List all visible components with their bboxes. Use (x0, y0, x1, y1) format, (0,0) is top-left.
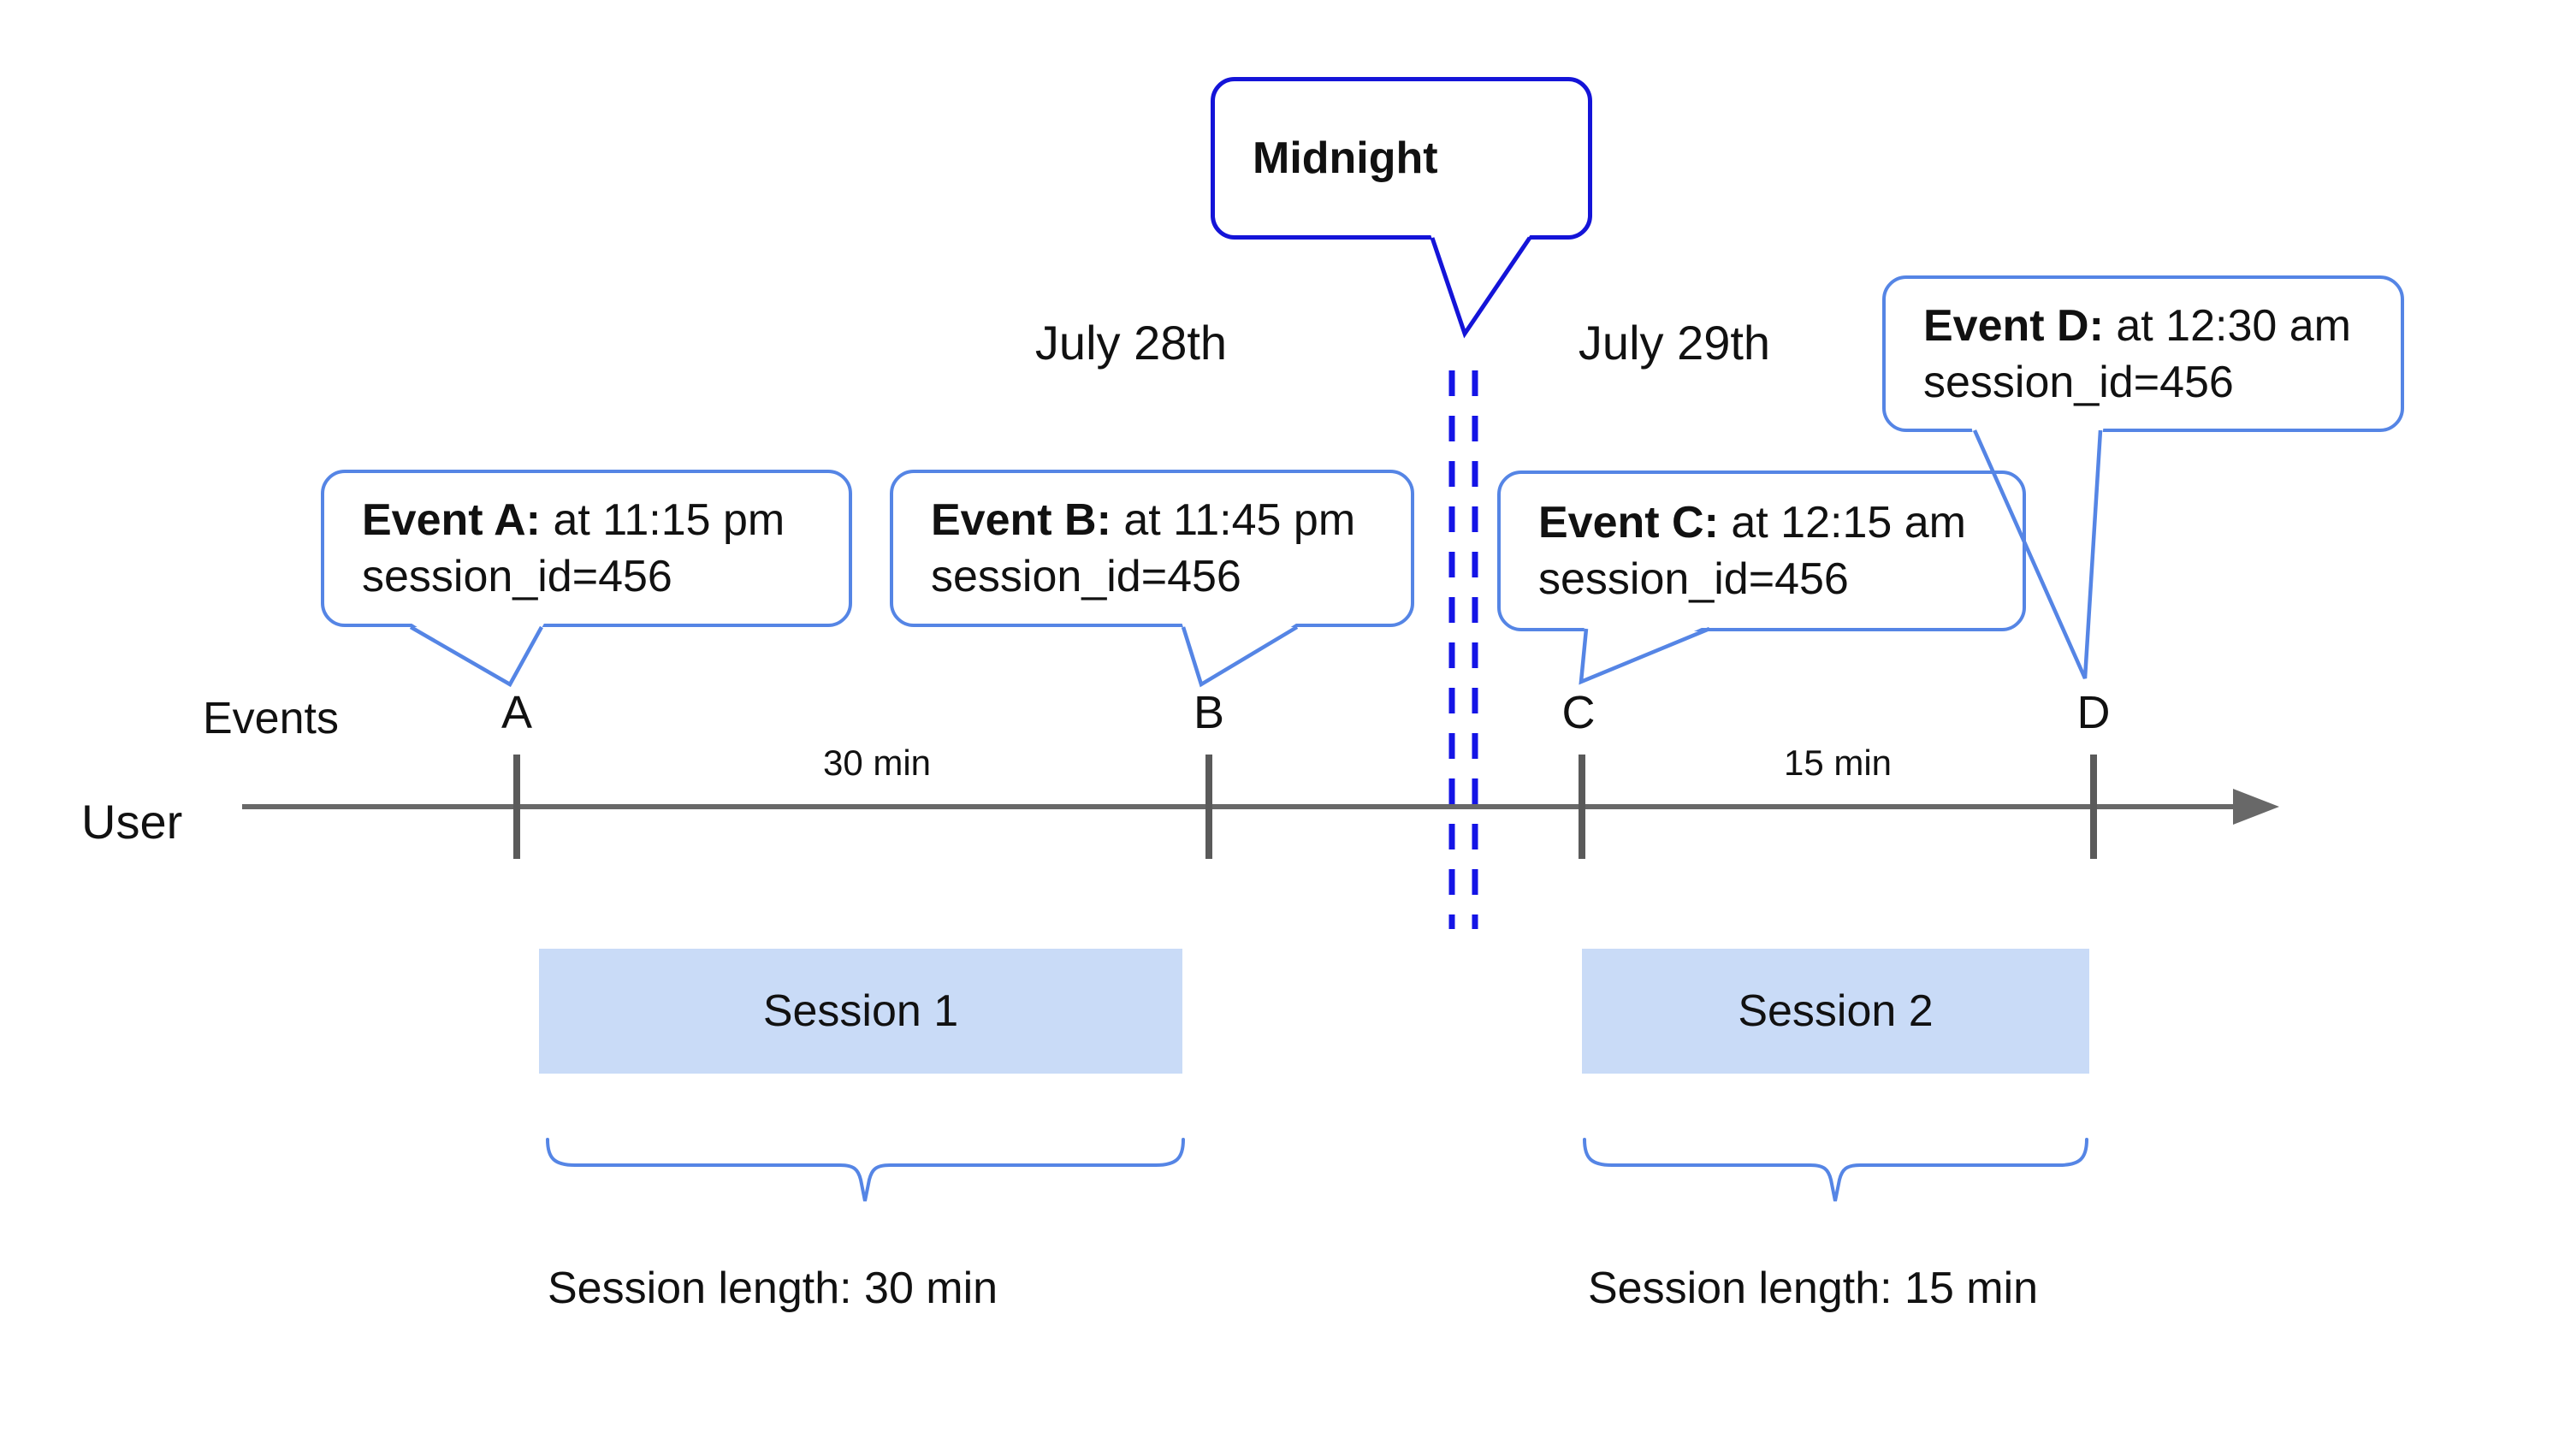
date-label-july-28: July 28th (1034, 316, 1228, 370)
midnight-divider-dashed-lines (1448, 370, 1478, 929)
session-1-box: Session 1 (539, 949, 1182, 1074)
pointer-a-fill (409, 622, 545, 684)
callout-event-d: Event D: at 12:30 am session_id=456 (1882, 275, 2404, 432)
callout-pointer-b (1181, 622, 1299, 688)
callout-event-b-time: at 11:45 pm (1111, 495, 1356, 545)
callout-event-d-name: Event D: (1923, 300, 2104, 351)
pointer-c-fill (1581, 624, 1711, 682)
timeline-arrowhead-icon (2233, 789, 2279, 825)
callout-event-a-line1: Event A: at 11:15 pm (362, 492, 849, 548)
pointer-b-fill (1182, 622, 1299, 684)
midnight-callout-label: Midnight (1253, 133, 1438, 183)
event-letter-c: C (1561, 687, 1596, 738)
callout-event-a-session: session_id=456 (362, 552, 672, 601)
callout-event-a-name: Event A: (362, 495, 541, 545)
user-row-label: User (81, 795, 183, 849)
callout-event-a-time: at 11:15 pm (541, 495, 785, 545)
event-letter-b: B (1193, 687, 1225, 738)
callout-event-b-session: session_id=456 (931, 552, 1241, 601)
callout-event-b: Event B: at 11:45 pm session_id=456 (890, 470, 1414, 627)
callout-event-d-line1: Event D: at 12:30 am (1923, 298, 2401, 354)
callout-event-c-session: session_id=456 (1538, 554, 1849, 604)
gap-label-30-min: 30 min (822, 743, 932, 783)
midnight-callout-pointer (1430, 232, 1532, 339)
event-letter-a: A (501, 687, 533, 738)
callout-pointer-c (1579, 624, 1711, 685)
callout-event-d-session: session_id=456 (1923, 357, 2234, 407)
callout-pointer-a (409, 622, 545, 688)
callout-event-b-name: Event B: (931, 495, 1111, 545)
midnight-pointer-outline (1430, 236, 1532, 339)
callout-event-d-time: at 12:30 am (2103, 300, 2351, 351)
user-timeline-axis (242, 789, 2279, 825)
session-1-label: Session 1 (762, 986, 959, 1036)
pointer-c-outline (1579, 626, 1710, 685)
pointer-a-outline (409, 625, 543, 688)
event-letter-d: D (2076, 687, 2111, 738)
callout-event-c-line1: Event C: at 12:15 am (1538, 494, 2023, 551)
midnight-pointer-fill (1430, 232, 1532, 334)
session-1-length-label: Session length: 30 min (548, 1264, 998, 1313)
callout-event-b-line1: Event B: at 11:45 pm (931, 492, 1411, 548)
brace-session-1 (546, 1138, 1185, 1202)
midnight-callout: Midnight (1211, 77, 1592, 240)
gap-label-15-min: 15 min (1783, 743, 1893, 783)
callout-event-a: Event A: at 11:15 pm session_id=456 (321, 470, 852, 627)
callout-event-c-time: at 12:15 am (1718, 498, 1966, 547)
events-row-label: Events (203, 694, 339, 743)
session-2-length-label: Session length: 15 min (1588, 1264, 2039, 1313)
session-2-label: Session 2 (1738, 986, 1934, 1036)
brace-session-2 (1583, 1138, 2088, 1202)
callout-event-c: Event C: at 12:15 am session_id=456 (1497, 471, 2026, 631)
pointer-b-outline (1181, 625, 1299, 688)
session-length-braces (546, 1138, 2088, 1202)
date-label-july-29: July 29th (1578, 316, 1771, 370)
callout-event-c-name: Event C: (1538, 498, 1719, 547)
session-2-box: Session 2 (1582, 949, 2089, 1074)
